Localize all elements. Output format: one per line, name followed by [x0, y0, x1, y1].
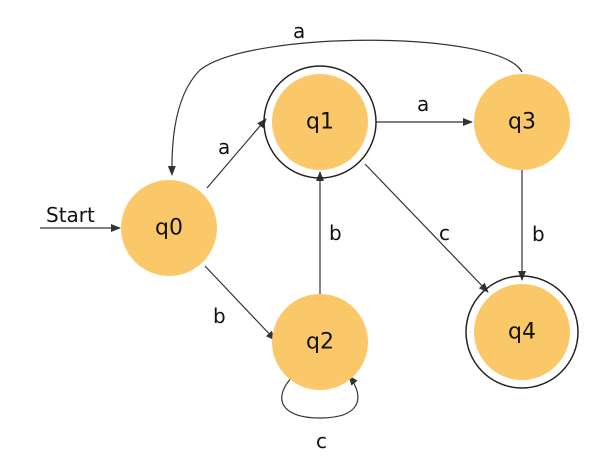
- start-label: Start: [46, 203, 95, 227]
- transition-label-q3-q0: a: [293, 19, 305, 43]
- start-arrow: Start: [40, 203, 121, 232]
- transition-q2-q2: c: [281, 375, 359, 453]
- state-circle: [272, 294, 368, 390]
- transition-label-q1-q4: c: [439, 221, 450, 245]
- state-circle: [474, 74, 570, 170]
- transition-label-q1-q3: a: [417, 92, 429, 116]
- state-circle: [121, 180, 217, 276]
- transition-q2-q1: b: [316, 171, 342, 294]
- transition-q1-q4: c: [364, 163, 489, 293]
- state-label-q0: q0: [155, 216, 183, 241]
- transition-label-q2-q2: c: [316, 429, 327, 453]
- accepting-ring: [465, 275, 579, 389]
- transition-q1-q3: a: [376, 92, 473, 126]
- state-label-q4: q4: [508, 320, 536, 345]
- state-q1: q1: [263, 65, 377, 179]
- transition-q3-q4: b: [518, 170, 545, 281]
- state-label-q2: q2: [306, 330, 334, 355]
- state-label-q1: q1: [306, 110, 334, 135]
- state-q0: q0: [121, 180, 217, 276]
- transition-q3-q0: a: [167, 19, 523, 176]
- accepting-ring: [263, 65, 377, 179]
- state-q4: q4: [465, 275, 579, 389]
- state-circle: [474, 284, 570, 380]
- state-circle: [272, 74, 368, 170]
- transition-q0-q2: b: [204, 265, 276, 341]
- state-label-q3: q3: [508, 110, 536, 135]
- transition-label-q2-q1: b: [329, 221, 342, 245]
- state-q2: q2: [272, 294, 368, 390]
- state-q3: q3: [474, 74, 570, 170]
- transition-q0-q1: a: [206, 118, 267, 189]
- transition-label-q0-q1: a: [218, 135, 230, 159]
- transition-label-q3-q4: b: [532, 222, 545, 246]
- transition-label-q0-q2: b: [213, 304, 226, 328]
